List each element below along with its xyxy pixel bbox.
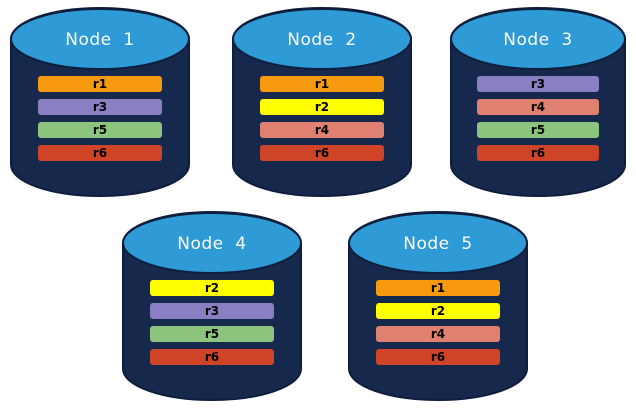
replica-bar: r1 (260, 76, 384, 92)
replica-bar: r5 (38, 122, 162, 138)
replica-label: r3 (204, 304, 220, 318)
replica-bar: r2 (150, 280, 274, 296)
replica-list: r3 r4 r5 r6 (450, 76, 626, 161)
node-title: Node 4 (177, 234, 247, 254)
node-cylinder-node-3: Node 3 r3 r4 r5 r6 (450, 7, 626, 197)
replica-bar: r5 (150, 326, 274, 342)
replica-bar: r1 (38, 76, 162, 92)
replica-label: r6 (530, 146, 546, 160)
replica-label: r1 (314, 77, 330, 91)
replica-bar: r6 (150, 349, 274, 365)
replica-bar: r3 (38, 99, 162, 115)
replica-bar: r5 (477, 122, 599, 138)
replica-bar: r3 (150, 303, 274, 319)
replica-bar: r6 (260, 145, 384, 161)
cylinder-top-disc (450, 8, 626, 70)
replica-label: r6 (204, 350, 220, 364)
replica-label: r4 (314, 123, 330, 137)
replica-bar: r6 (376, 349, 500, 365)
cylinder-top-disc (232, 8, 412, 70)
replica-list: r1 r2 r4 r6 (232, 76, 412, 161)
replica-label: r2 (430, 304, 446, 318)
node-title: Node 5 (403, 234, 473, 254)
replica-bar: r6 (477, 145, 599, 161)
replica-list: r1 r2 r4 r6 (348, 280, 528, 365)
cylinder-top-disc (348, 212, 528, 274)
replica-bar: r2 (376, 303, 500, 319)
replica-bar: r6 (38, 145, 162, 161)
replica-bar: r1 (376, 280, 500, 296)
cylinder-top-disc (122, 212, 302, 274)
replica-label: r3 (92, 100, 108, 114)
node-title: Node 1 (65, 30, 135, 50)
node-cylinder-node-2: Node 2 r1 r2 r4 r6 (232, 7, 412, 197)
replica-label: r4 (530, 100, 546, 114)
replica-bar: r2 (260, 99, 384, 115)
replica-bar: r4 (260, 122, 384, 138)
replica-label: r2 (204, 281, 220, 295)
replica-label: r6 (92, 146, 108, 160)
node-title: Node 3 (503, 30, 573, 50)
node-cylinder-node-1: Node 1 r1 r3 r5 r6 (10, 7, 190, 197)
replica-bar: r3 (477, 76, 599, 92)
replica-label: r1 (92, 77, 108, 91)
replica-bar: r4 (477, 99, 599, 115)
cylinder-top-disc (10, 8, 190, 70)
replica-label: r2 (314, 100, 330, 114)
replica-list: r2 r3 r5 r6 (122, 280, 302, 365)
replica-label: r4 (430, 327, 446, 341)
replica-label: r5 (92, 123, 108, 137)
replica-list: r1 r3 r5 r6 (10, 76, 190, 161)
replica-label: r6 (430, 350, 446, 364)
node-title: Node 2 (287, 30, 357, 50)
replica-label: r5 (530, 123, 546, 137)
node-cylinder-node-4: Node 4 r2 r3 r5 r6 (122, 211, 302, 401)
node-cylinder-node-5: Node 5 r1 r2 r4 r6 (348, 211, 528, 401)
replica-label: r3 (530, 77, 546, 91)
replica-bar: r4 (376, 326, 500, 342)
replica-label: r1 (430, 281, 446, 295)
replica-label: r5 (204, 327, 220, 341)
replica-label: r6 (314, 146, 330, 160)
